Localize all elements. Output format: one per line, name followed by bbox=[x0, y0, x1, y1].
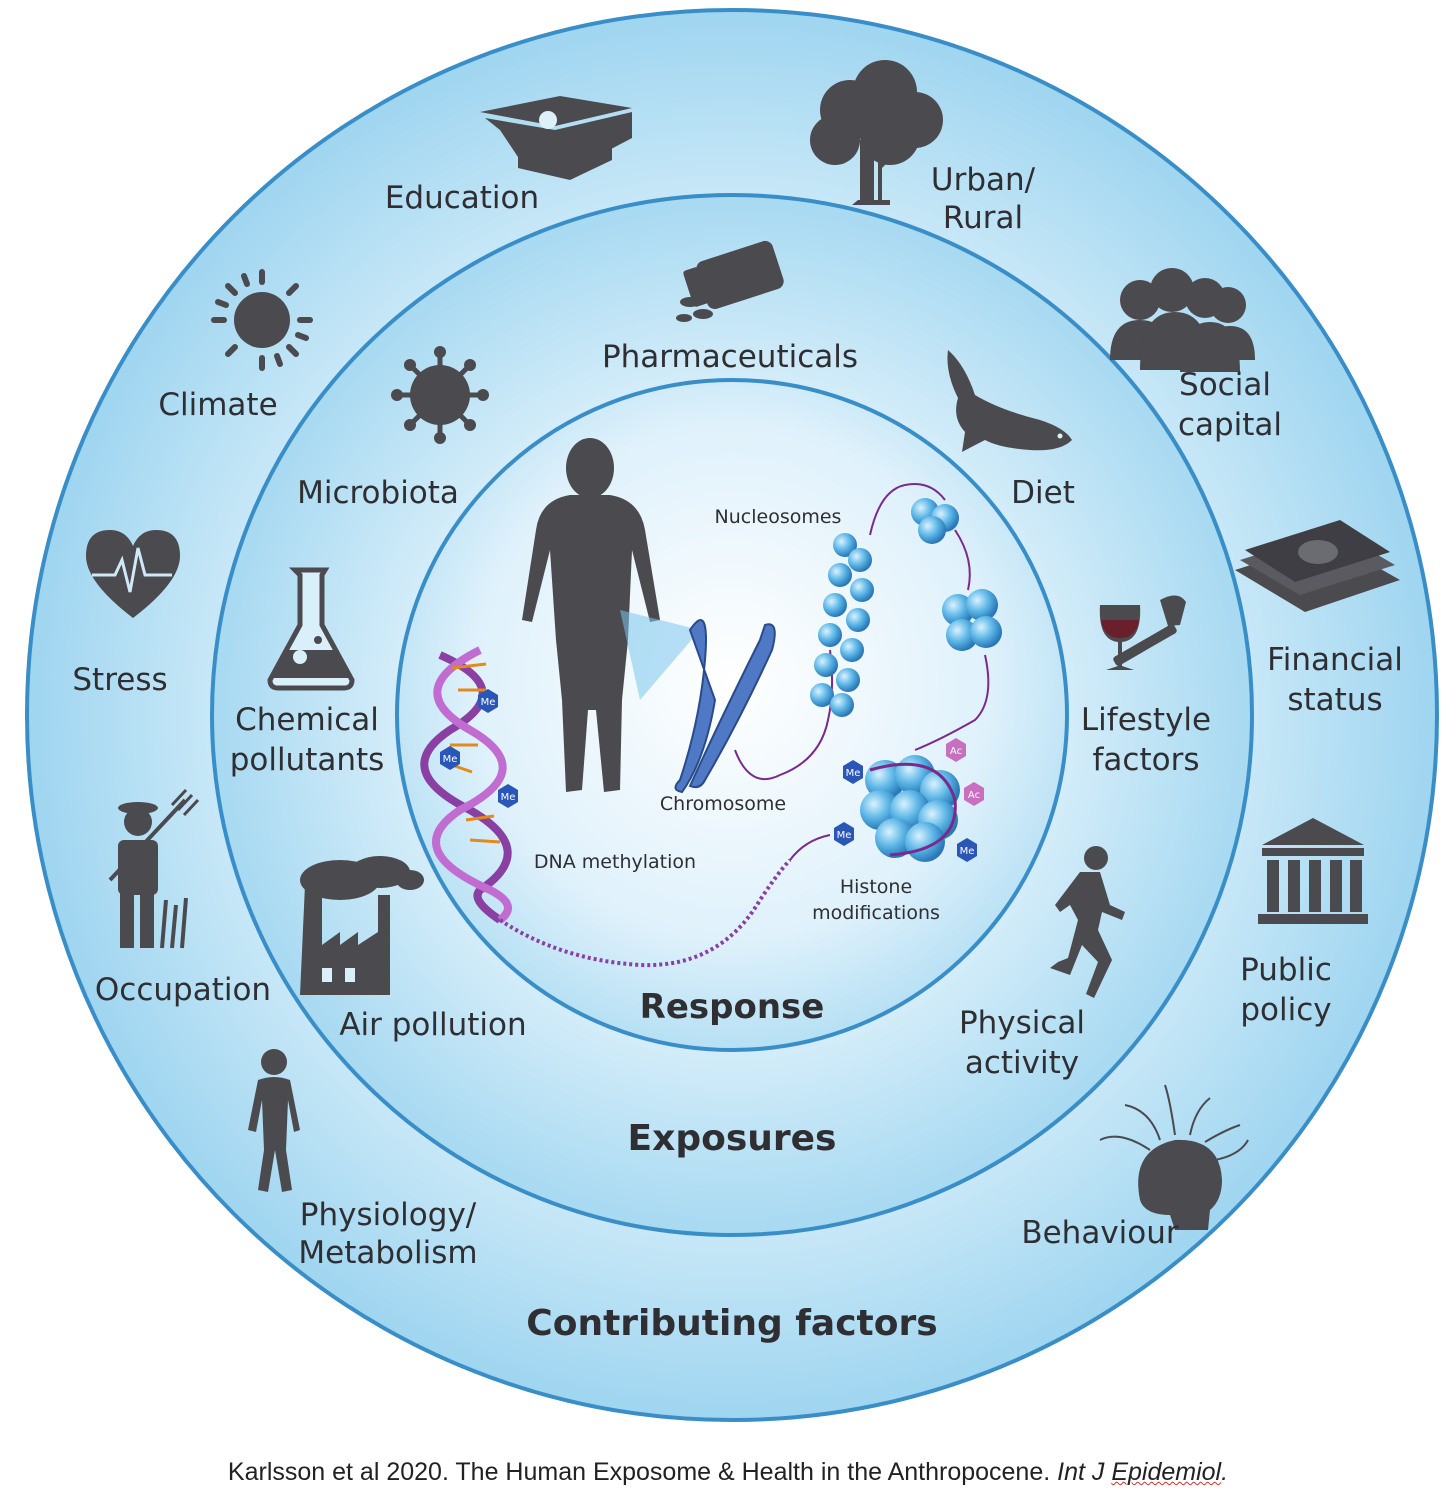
label-education: Education bbox=[385, 180, 539, 216]
methyl-tag-2: Me bbox=[834, 822, 854, 846]
label-pharmaceuticals: Pharmaceuticals bbox=[602, 339, 858, 375]
head-thoughts-icon bbox=[1099, 1084, 1249, 1230]
svg-text:Me: Me bbox=[837, 830, 852, 841]
methyl-tag-dna-3: Me bbox=[498, 784, 518, 808]
zoom-triangle bbox=[620, 610, 700, 700]
linker-dna-2 bbox=[954, 529, 971, 591]
label-social: Social bbox=[1179, 367, 1271, 403]
label-air-pollution: Air pollution bbox=[339, 1007, 526, 1043]
nucleosome-column-icon bbox=[810, 533, 874, 717]
label-factors: factors bbox=[1093, 742, 1200, 778]
label-rural: Rural bbox=[943, 200, 1023, 236]
label-policy: policy bbox=[1240, 992, 1331, 1028]
human-figure-icon bbox=[248, 1049, 300, 1192]
svg-text:Me: Me bbox=[481, 697, 496, 708]
methyl-tag-1: Me bbox=[843, 760, 863, 784]
sun-icon bbox=[211, 269, 313, 371]
label-physiology: Physiology/ bbox=[300, 1197, 477, 1233]
pill-bottle-icon bbox=[676, 240, 784, 322]
label-physical: Physical bbox=[959, 1005, 1085, 1041]
svg-text:Me: Me bbox=[501, 792, 516, 803]
factory-icon bbox=[300, 856, 424, 995]
label-nucleosomes: Nucleosomes bbox=[715, 506, 842, 528]
human-silhouette-icon bbox=[522, 438, 660, 792]
label-histone: Histone bbox=[840, 876, 912, 898]
label-chemical: Chemical bbox=[235, 702, 379, 738]
svg-text:Me: Me bbox=[846, 768, 861, 779]
label-urban: Urban/ bbox=[931, 162, 1036, 198]
acetyl-tag-1: Ac bbox=[946, 738, 966, 762]
wine-cigarette-icon bbox=[1099, 595, 1186, 670]
heart-pulse-icon bbox=[86, 530, 180, 618]
citation-caption: Karlsson et al 2020. The Human Exposome … bbox=[0, 1458, 1456, 1487]
label-metabolism: Metabolism bbox=[298, 1235, 477, 1271]
caption-journal: Int J Epidemiol. bbox=[1057, 1458, 1229, 1486]
government-building-icon bbox=[1258, 818, 1368, 924]
label-public: Public bbox=[1240, 952, 1332, 988]
svg-text:Me: Me bbox=[960, 846, 975, 857]
label-microbiota: Microbiota bbox=[297, 475, 459, 511]
money-stack-icon bbox=[1235, 520, 1400, 612]
methyl-tag-3: Me bbox=[957, 838, 977, 862]
label-modifications: modifications bbox=[812, 902, 940, 924]
label-diet: Diet bbox=[1011, 475, 1075, 511]
acetyl-tag-2: Ac bbox=[964, 782, 984, 806]
caption-text: Karlsson et al 2020. The Human Exposome … bbox=[227, 1458, 1058, 1486]
farmer-icon bbox=[108, 788, 200, 949]
ring-title-contributing-factors: Contributing factors bbox=[526, 1303, 937, 1344]
svg-text:Me: Me bbox=[443, 754, 458, 765]
label-financial: Financial bbox=[1267, 642, 1403, 678]
label-climate: Climate bbox=[158, 387, 277, 423]
linker-dna-1 bbox=[869, 483, 946, 536]
histone-octamer-icon bbox=[860, 755, 960, 862]
label-pollutants: pollutants bbox=[230, 742, 385, 778]
label-stress: Stress bbox=[72, 662, 167, 698]
label-lifestyle: Lifestyle bbox=[1081, 702, 1211, 738]
fish-icon bbox=[947, 350, 1072, 452]
label-occupation: Occupation bbox=[95, 972, 271, 1008]
tree-icon bbox=[810, 60, 943, 205]
linker-dna-3 bbox=[914, 654, 990, 751]
nucleosome-top-icon bbox=[911, 498, 959, 544]
ring-title-response: Response bbox=[640, 987, 825, 1027]
flask-icon bbox=[267, 567, 355, 691]
label-capital: capital bbox=[1178, 407, 1282, 443]
svg-text:Ac: Ac bbox=[950, 746, 962, 757]
label-chromosome: Chromosome bbox=[660, 793, 786, 815]
label-behaviour: Behaviour bbox=[1021, 1215, 1179, 1251]
people-group-icon bbox=[1110, 268, 1255, 372]
graduation-cap-icon bbox=[480, 96, 632, 180]
virus-icon bbox=[391, 346, 489, 444]
label-status: status bbox=[1287, 682, 1382, 718]
label-activity: activity bbox=[965, 1045, 1079, 1081]
svg-text:Ac: Ac bbox=[968, 790, 980, 801]
runner-icon bbox=[1050, 846, 1125, 998]
chromosome-icon bbox=[674, 619, 776, 794]
methyl-tag-dna-1: Me bbox=[440, 746, 460, 770]
chromatin-fiber bbox=[734, 649, 834, 780]
methyl-tag-dna-2: Me bbox=[478, 689, 498, 713]
label-dna-methylation: DNA methylation bbox=[534, 851, 696, 873]
ring-title-exposures: Exposures bbox=[628, 1118, 837, 1159]
nucleosome-mid-icon bbox=[942, 589, 1002, 651]
